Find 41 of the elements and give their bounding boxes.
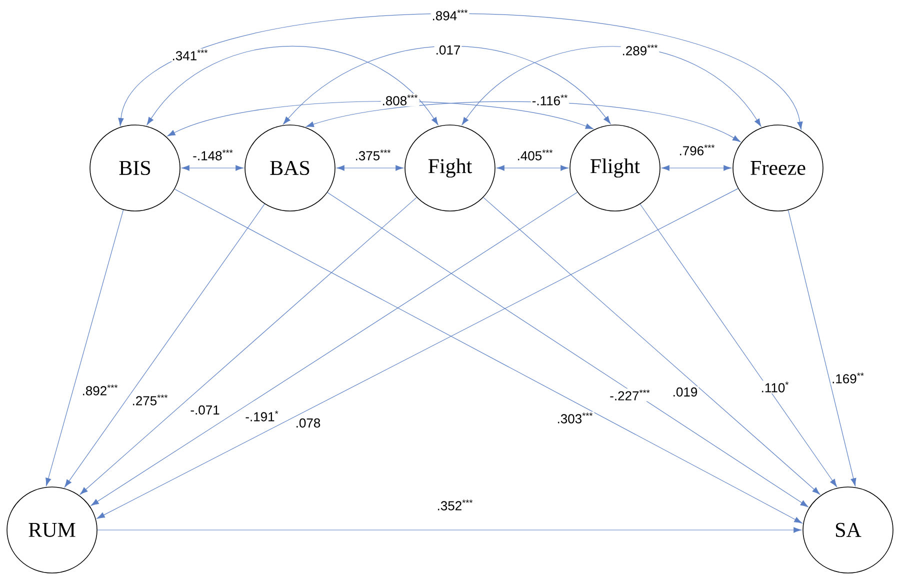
edge-label: -.148$^{***}$ — [192, 148, 234, 162]
edge-label: .289$^{***}$ — [620, 44, 660, 56]
arrow — [96, 188, 738, 519]
arrow — [174, 188, 802, 524]
edge-label: .275$^{***}$ — [130, 394, 170, 406]
edge-label: .894$^{***}$ — [430, 8, 470, 22]
edge-label: .110$^{*}$ — [760, 380, 790, 394]
edge-label: .405$^{***}$ — [516, 148, 554, 162]
arrow — [283, 46, 611, 124]
arrow — [46, 210, 124, 486]
arrow — [306, 101, 740, 142]
arrow — [640, 204, 837, 487]
edge-label: .796$^{***}$ — [678, 144, 716, 156]
arrow — [788, 210, 856, 486]
edge-label: .017 — [434, 44, 462, 56]
arrow — [462, 46, 762, 127]
arrow — [64, 204, 265, 488]
arrow — [167, 101, 594, 136]
arrow — [496, 165, 569, 171]
edge-label: .341$^{***}$ — [170, 48, 210, 62]
edge-label: .169$^{**}$ — [830, 372, 866, 384]
edge-label: .303$^{***}$ — [556, 412, 594, 424]
edge-label: .019 — [671, 386, 699, 398]
edge-label: .892$^{***}$ — [80, 384, 120, 396]
edge-label: .352$^{***}$ — [436, 498, 474, 512]
arrow — [97, 527, 802, 533]
arrow — [90, 192, 578, 506]
arrow — [146, 46, 438, 126]
arrow — [336, 165, 404, 171]
edge-label: -.191$^{*}$ — [244, 410, 280, 422]
edge-label: -.227$^{***}$ — [608, 388, 652, 402]
arrow — [661, 165, 732, 171]
arrow — [80, 197, 417, 495]
arrow — [483, 197, 820, 495]
arrow — [181, 165, 244, 171]
edge-label: .808$^{***}$ — [380, 94, 420, 106]
edge-label: .078 — [294, 417, 322, 429]
arrow — [327, 192, 808, 508]
edge-label: -.116$^{**}$ — [530, 94, 570, 106]
edge-label: .375$^{***}$ — [354, 148, 392, 162]
edge-label: -.071 — [189, 404, 221, 416]
